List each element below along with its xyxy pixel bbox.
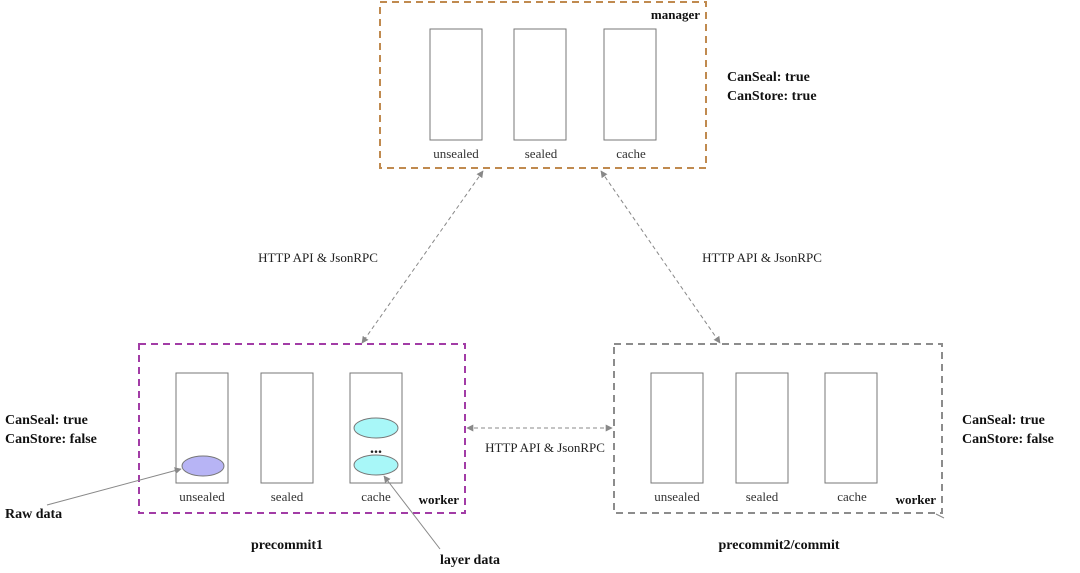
manager-node: manager unsealed sealed cache xyxy=(379,1,707,169)
precommit1-can-store: CanStore: false xyxy=(5,432,97,447)
manager-slot-label-cache: cache xyxy=(616,146,646,161)
precommit2-can-store: CanStore: false xyxy=(962,432,1054,447)
link-label-middle: HTTP API & JsonRPC xyxy=(485,440,605,455)
link-label-left: HTTP API & JsonRPC xyxy=(258,250,378,265)
precommit1-can-seal: CanSeal: true xyxy=(5,413,88,428)
manager-can-store: CanStore: true xyxy=(727,89,817,104)
precommit1-tag: worker xyxy=(419,492,460,507)
precommit1-title: precommit1 xyxy=(251,538,323,553)
layer-data-pointer xyxy=(383,475,441,550)
raw-data-pointer xyxy=(46,467,182,506)
precommit2-slot-label-sealed: sealed xyxy=(746,489,779,504)
precommit2-tag: worker xyxy=(896,492,937,507)
layer-data-label: layer data xyxy=(440,553,500,568)
precommit2-slot-unsealed xyxy=(650,372,704,484)
precommit2-title: precommit2/commit xyxy=(718,538,839,553)
precommit2-node: worker unsealed sealed cache xyxy=(613,343,943,514)
manager-slot-unsealed xyxy=(429,28,483,141)
precommit1-slot-label-cache: cache xyxy=(361,489,391,504)
raw-data-label: Raw data xyxy=(5,507,62,522)
precommit1-box xyxy=(138,343,466,514)
precommit1-slot-label-unsealed: unsealed xyxy=(179,489,225,504)
precommit2-slot-sealed xyxy=(735,372,789,484)
manager-box xyxy=(379,1,707,169)
precommit1-slot-sealed xyxy=(260,372,314,484)
precommit2-slot-cache xyxy=(824,372,878,484)
manager-slot-cache xyxy=(603,28,657,141)
precommit1-node: worker ... unsealed sealed cache xyxy=(138,343,466,514)
manager-slot-label-unsealed: unsealed xyxy=(433,146,479,161)
precommit2-box xyxy=(613,343,943,514)
layer-data-ellipse-top xyxy=(353,417,399,439)
precommit2-can-seal: CanSeal: true xyxy=(962,413,1045,428)
link-manager-precommit1 xyxy=(361,170,484,344)
link-label-right: HTTP API & JsonRPC xyxy=(702,250,822,265)
manager-slot-sealed xyxy=(513,28,567,141)
corner-mark-icon xyxy=(935,513,945,519)
precommit2-slot-label-unsealed: unsealed xyxy=(654,489,700,504)
layer-data-ellipsis: ... xyxy=(370,440,382,457)
raw-data-ellipse xyxy=(181,455,225,477)
manager-can-seal: CanSeal: true xyxy=(727,70,810,85)
layer-data-ellipse-bottom xyxy=(353,454,399,476)
manager-slot-label-sealed: sealed xyxy=(525,146,558,161)
precommit2-slot-label-cache: cache xyxy=(837,489,867,504)
precommit1-slot-label-sealed: sealed xyxy=(271,489,304,504)
manager-tag: manager xyxy=(651,7,700,22)
